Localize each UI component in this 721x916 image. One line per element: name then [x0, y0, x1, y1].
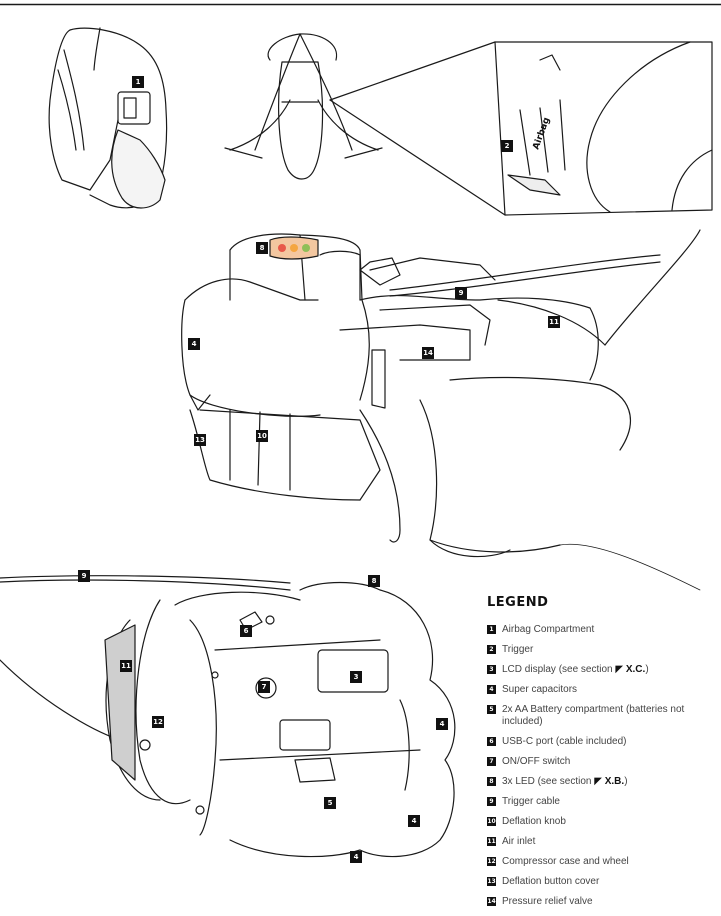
section-ref: X.B.: [604, 776, 625, 787]
callout-4-right-upper: 4: [436, 718, 448, 730]
legend-number-badge: 14: [487, 897, 496, 906]
legend-number-badge: 5: [487, 705, 496, 714]
callout-9-bottom: 9: [78, 570, 90, 582]
legend-number-badge: 2: [487, 645, 496, 654]
legend-number-badge: 13: [487, 877, 496, 886]
legend-item: 7 ON/OFF switch: [487, 756, 721, 768]
callout-6: 6: [240, 625, 252, 637]
legend-number-badge: 11: [487, 837, 496, 846]
legend-item-text: ON/OFF switch: [502, 756, 571, 767]
callout-2: 2: [501, 140, 513, 152]
legend: LEGEND 1 Airbag Compartment 2 Trigger 3 LCD d…: [487, 595, 721, 916]
legend-item: 1 Airbag Compartment: [487, 624, 721, 636]
trigger-brand-text: Airbag: [531, 116, 552, 151]
legend-number-badge: 9: [487, 797, 496, 806]
legend-item-text: Compressor case and wheel: [502, 856, 629, 867]
legend-item-text: Deflation knob: [502, 816, 566, 827]
section-ref-arrow-icon: ◤: [615, 664, 626, 675]
legend-item: 12 Compressor case and wheel: [487, 856, 721, 868]
legend-number-badge: 12: [487, 857, 496, 866]
legend-item: 8 3x LED (see section ◤ X.B.): [487, 776, 721, 788]
callout-12: 12: [152, 716, 164, 728]
legend-item: 11 Air inlet: [487, 836, 721, 848]
legend-number-badge: 3: [487, 665, 496, 674]
callout-8-top: 8: [256, 242, 268, 254]
legend-number-badge: 7: [487, 757, 496, 766]
callout-7: 7: [258, 681, 270, 693]
legend-item: 6 USB-C port (cable included): [487, 736, 721, 748]
backpack-side-view: [48, 27, 168, 209]
legend-number-badge: 1: [487, 625, 496, 634]
legend-item: 14 Pressure relief valve: [487, 896, 721, 908]
callout-11-top: 11: [548, 316, 560, 328]
legend-number-badge: 10: [487, 817, 496, 826]
callout-5: 5: [324, 797, 336, 809]
callout-4-top: 4: [188, 338, 200, 350]
callout-4-right-lower: 4: [408, 815, 420, 827]
section-ref: X.C.: [625, 664, 646, 675]
legend-number-badge: 6: [487, 737, 496, 746]
legend-item-text: LCD display (see section ◤ X.C.): [502, 664, 649, 675]
compressor-bottom-view: [0, 575, 456, 858]
section-ref-arrow-icon: ◤: [594, 776, 605, 787]
callout-4-bottom: 4: [350, 851, 362, 863]
legend-item-text: Trigger cable: [502, 796, 560, 807]
callout-13: 13: [194, 434, 206, 446]
callout-9-top: 9: [455, 287, 467, 299]
callout-10: 10: [256, 430, 268, 442]
legend-item-text: Air inlet: [502, 836, 536, 847]
legend-item-text: Airbag Compartment: [502, 624, 595, 635]
legend-title: LEGEND: [487, 595, 549, 610]
legend-item: 4 Super capacitors: [487, 684, 721, 696]
legend-number-badge: 4: [487, 685, 496, 694]
legend-item-text: Trigger: [502, 644, 534, 655]
compressor-top-view: [181, 229, 701, 591]
callout-1: 1: [132, 76, 144, 88]
legend-item: 3 LCD display (see section ◤ X.C.): [487, 664, 721, 676]
legend-item-text: Super capacitors: [502, 684, 578, 695]
legend-item: 10 Deflation knob: [487, 816, 721, 828]
legend-item-text: Deflation button cover: [502, 876, 600, 887]
legend-item: 13 Deflation button cover: [487, 876, 721, 888]
legend-item: 9 Trigger cable: [487, 796, 721, 808]
callout-11-bottom: 11: [120, 660, 132, 672]
backpack-back-view: [224, 33, 383, 180]
legend-item: 5 2x AA Battery compartment (batteries no…: [487, 704, 721, 728]
trigger-detail: [494, 41, 713, 216]
callout-8-bottom: 8: [368, 575, 380, 587]
legend-item-text: Pressure relief valve: [502, 896, 593, 907]
callout-14: 14: [422, 347, 434, 359]
legend-list: 1 Airbag Compartment 2 Trigger 3 LCD display …: [487, 624, 721, 908]
legend-item-text: 2x AA Battery compartment (batteries not…: [502, 704, 685, 727]
callout-3: 3: [350, 671, 362, 683]
legend-item: 2 Trigger: [487, 644, 721, 656]
legend-number-badge: 8: [487, 777, 496, 786]
legend-item-text: USB-C port (cable included): [502, 736, 627, 747]
legend-item-text: 3x LED (see section ◤ X.B.): [502, 776, 628, 787]
